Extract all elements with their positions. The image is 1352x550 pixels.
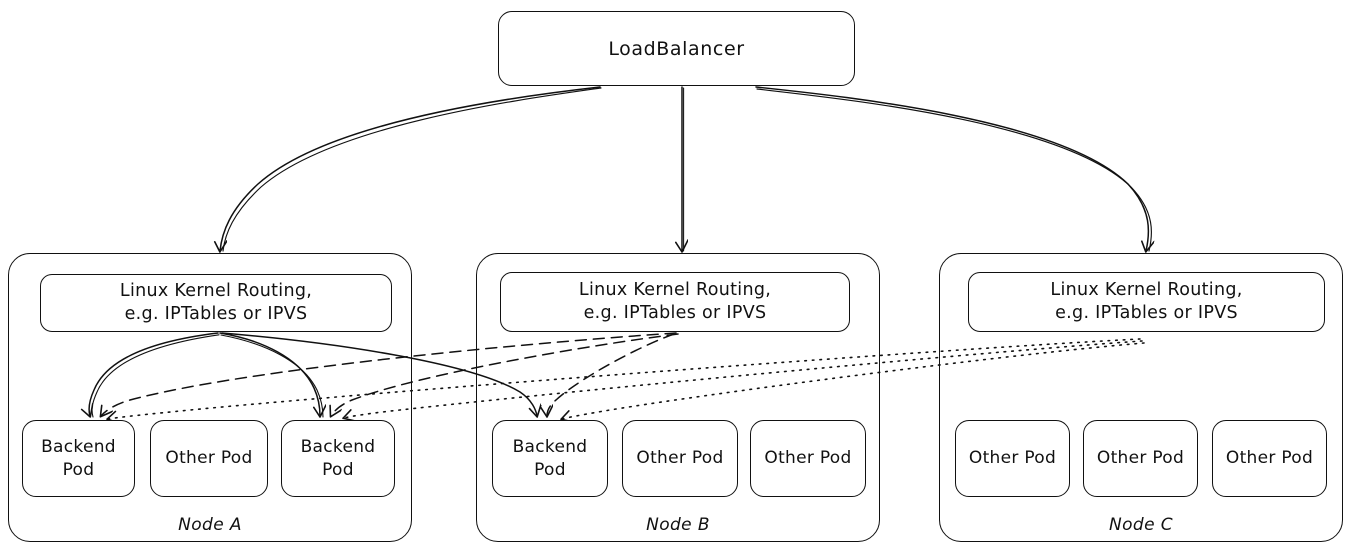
node-c-pod-2-label: Other Pod xyxy=(1096,448,1185,469)
node-b-kernel-routing-label: Linux Kernel Routing, e.g. IPTables or I… xyxy=(578,279,772,323)
edge-lb-to-node-b xyxy=(682,86,684,251)
loadbalancer-box[interactable]: LoadBalancer xyxy=(498,11,855,86)
node-a-pod-3-backend[interactable]: Backend Pod xyxy=(281,420,395,497)
node-c-pod-3-other[interactable]: Other Pod xyxy=(1212,420,1327,497)
node-b-pod-3-other[interactable]: Other Pod xyxy=(750,420,866,497)
node-b-pod-1-label: Backend Pod xyxy=(512,437,588,480)
node-group-node-c[interactable]: Node C xyxy=(939,253,1343,542)
node-group-node-b[interactable]: Node B xyxy=(476,253,880,542)
node-c-pod-1-label: Other Pod xyxy=(968,448,1057,469)
node-a-pod-2-label: Other Pod xyxy=(165,448,253,469)
node-b-pod-3-label: Other Pod xyxy=(764,448,852,469)
node-b-label: Node B xyxy=(646,515,710,535)
node-c-pod-2-other[interactable]: Other Pod xyxy=(1083,420,1198,497)
node-a-kernel-routing-label: Linux Kernel Routing, e.g. IPTables or I… xyxy=(119,280,313,324)
edge-lb-to-node-c xyxy=(755,86,1151,251)
node-a-pod-1-label: Backend Pod xyxy=(41,437,116,480)
node-c-pod-1-other[interactable]: Other Pod xyxy=(955,420,1070,497)
node-b-pod-2-other[interactable]: Other Pod xyxy=(622,420,738,497)
node-c-label: Node C xyxy=(1108,515,1174,535)
node-b-kernel-routing-box[interactable]: Linux Kernel Routing, e.g. IPTables or I… xyxy=(500,272,850,332)
node-a-label: Node A xyxy=(178,515,242,535)
node-group-node-a[interactable]: Node A xyxy=(8,253,412,542)
node-a-kernel-routing-box[interactable]: Linux Kernel Routing, e.g. IPTables or I… xyxy=(40,274,392,332)
edge-lb-to-node-a xyxy=(220,86,602,251)
node-b-pod-1-backend[interactable]: Backend Pod xyxy=(492,420,608,497)
node-c-kernel-routing-label: Linux Kernel Routing, e.g. IPTables or I… xyxy=(1050,279,1243,323)
node-b-pod-2-label: Other Pod xyxy=(636,448,724,469)
node-c-pod-3-label: Other Pod xyxy=(1225,448,1314,469)
node-a-pod-3-label: Backend Pod xyxy=(300,437,376,480)
loadbalancer-label: LoadBalancer xyxy=(608,37,745,60)
node-a-pod-2-other[interactable]: Other Pod xyxy=(150,420,268,497)
node-c-kernel-routing-box[interactable]: Linux Kernel Routing, e.g. IPTables or I… xyxy=(968,272,1325,332)
node-a-pod-1-backend[interactable]: Backend Pod xyxy=(22,420,135,497)
